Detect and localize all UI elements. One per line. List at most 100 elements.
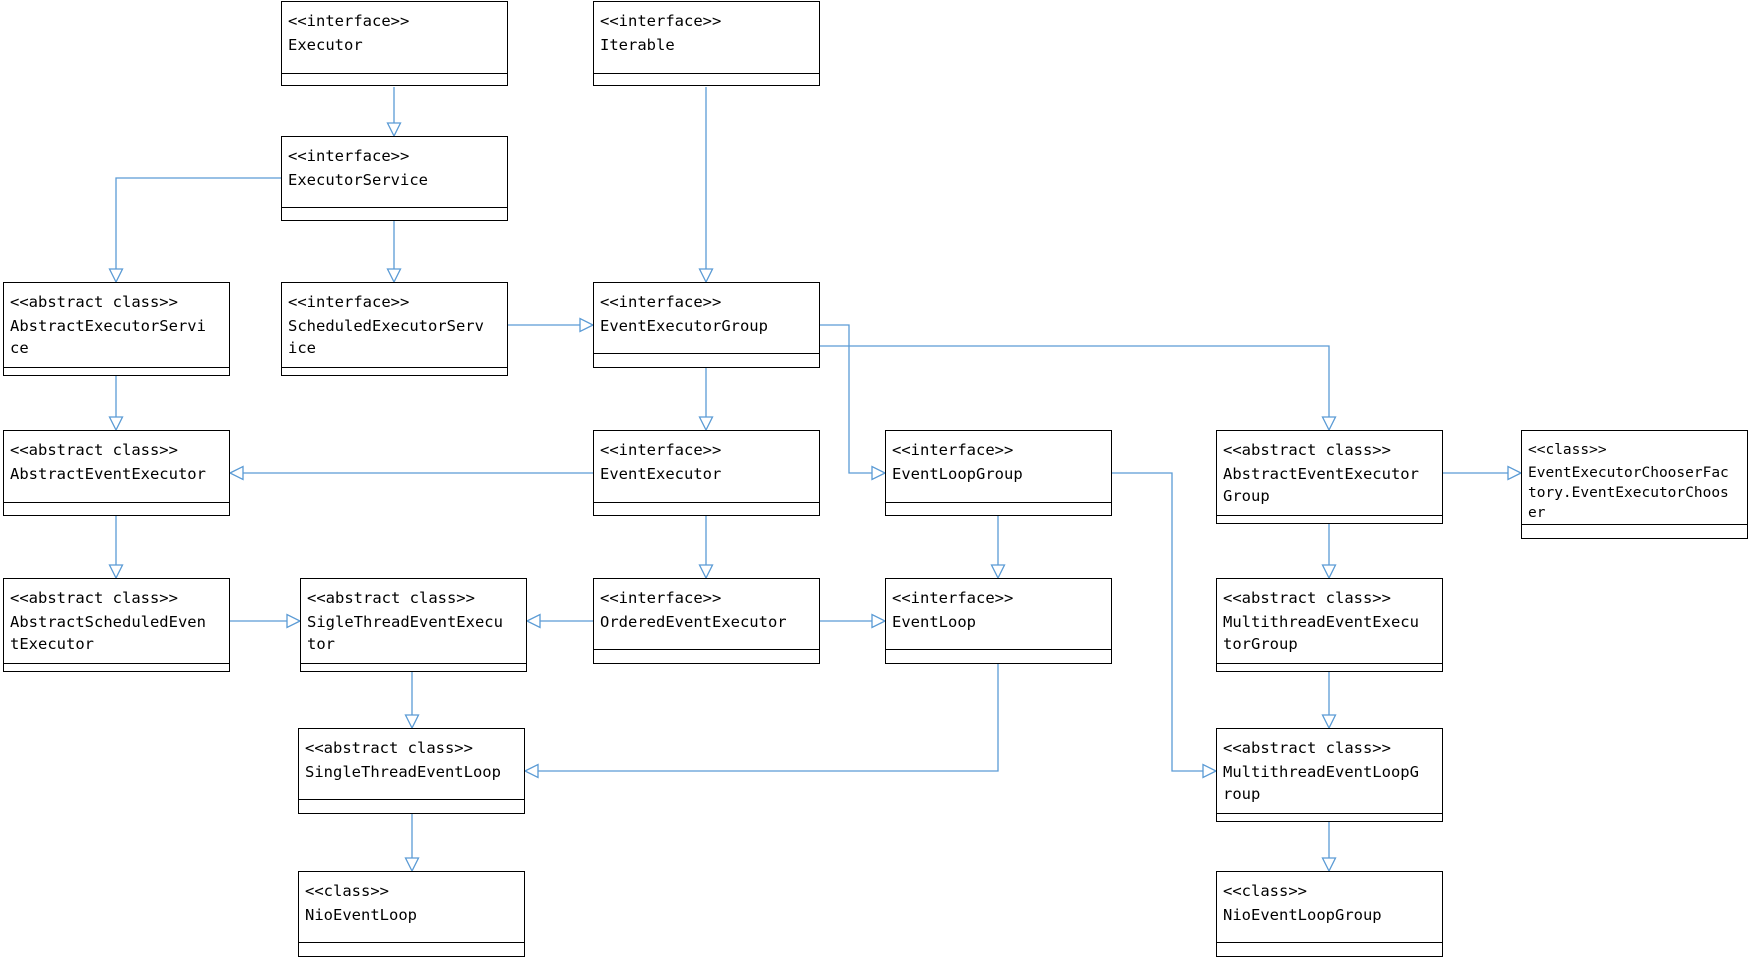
class-name-label: AbstractEventExecutor Group (1223, 465, 1419, 505)
node-multithread-event-executor-group[interactable]: <<abstract class>>MultithreadEventExecu … (1216, 578, 1443, 672)
hollow-triangle-arrowhead (1321, 564, 1337, 580)
generalization-arrow-ordered-event-executor-to-single-thread-event-executor (525, 613, 593, 629)
class-name-label: AbstractEventExecutor (10, 465, 206, 483)
hollow-triangle-arrowhead (871, 613, 887, 629)
hollow-triangle-arrowhead (228, 465, 244, 481)
generalization-arrow-abstract-event-executor-group-to-event-executor-chooser (1443, 465, 1523, 481)
node-abstract-scheduled-event-executor[interactable]: <<abstract class>>AbstractScheduledEven … (3, 578, 230, 672)
stereotype-label: <<interface>> (600, 12, 722, 30)
compartment-divider (1217, 663, 1442, 664)
generalization-arrow-abstract-scheduled-event-executor-to-abstract-event-executor (108, 516, 124, 580)
node-multithread-event-loop-group[interactable]: <<abstract class>>MultithreadEventLoopG … (1216, 728, 1443, 822)
hollow-triangle-arrowhead (386, 268, 402, 284)
compartment-divider (301, 663, 526, 664)
compartment-divider (4, 502, 229, 503)
compartment-divider (1217, 515, 1442, 516)
generalization-arrow-multithread-event-loop-group-to-nio-event-loop-group (1321, 822, 1337, 873)
hollow-triangle-arrowhead (1321, 416, 1337, 432)
class-name-label: AbstractExecutorServi ce (10, 317, 206, 357)
generalization-arrow-ordered-event-executor-to-event-executor (698, 516, 714, 580)
class-name-label: EventLoop (892, 613, 976, 631)
hollow-triangle-arrowhead (1321, 857, 1337, 873)
stereotype-label: <<interface>> (288, 147, 410, 165)
class-name-label: MultithreadEventLoopG roup (1223, 763, 1419, 803)
class-name-label: Iterable (600, 36, 675, 54)
compartment-divider (886, 502, 1111, 503)
class-name-label: AbstractScheduledEven tExecutor (10, 613, 206, 653)
hollow-triangle-arrowhead (108, 268, 124, 284)
stereotype-label: <<interface>> (892, 441, 1014, 459)
hollow-triangle-arrowhead (525, 613, 541, 629)
node-event-loop[interactable]: <<interface>> EventLoop (885, 578, 1112, 664)
connector-line (820, 345, 1330, 417)
hollow-triangle-arrowhead (1321, 714, 1337, 730)
node-nio-event-loop-group[interactable]: <<class>>NioEventLoopGroup (1216, 871, 1443, 957)
node-executor[interactable]: <<interface>>Executor (281, 1, 508, 86)
stereotype-label: <<abstract class>> (10, 441, 178, 459)
node-abstract-executor-service[interactable]: <<abstract class>> AbstractExecutorServi … (3, 282, 230, 376)
compartment-divider (299, 799, 524, 800)
class-name-label: ExecutorService (288, 171, 428, 189)
generalization-arrow-abstract-scheduled-event-executor-to-single-thread-event-executor (230, 613, 302, 629)
connector-line (115, 177, 281, 269)
hollow-triangle-arrowhead (698, 416, 714, 432)
class-name-label: ScheduledExecutorServ ice (288, 317, 484, 357)
generalization-arrow-single-thread-event-executor-to-single-thread-event-loop (404, 672, 420, 730)
stereotype-label: <<abstract class>> (305, 739, 473, 757)
class-name-label: SigleThreadEventExecu tor (307, 613, 503, 653)
compartment-divider (282, 367, 507, 368)
class-name-label: OrderedEventExecutor (600, 613, 787, 631)
hollow-triangle-arrowhead (404, 714, 420, 730)
class-name-label: EventExecutorChooserFac tory.EventExecut… (1528, 465, 1729, 521)
stereotype-label: <<interface>> (600, 293, 722, 311)
stereotype-label: <<class>> (1223, 882, 1307, 900)
node-single-thread-event-loop[interactable]: <<abstract class>> SingleThreadEventLoop (298, 728, 525, 814)
generalization-arrow-abstract-event-executor-to-abstract-executor-service (108, 376, 124, 432)
stereotype-label: <<abstract class>> (1223, 441, 1391, 459)
class-name-label: NioEventLoop (305, 906, 417, 924)
node-ordered-event-executor[interactable]: <<interface>>OrderedEventExecutor (593, 578, 820, 664)
generalization-arrow-event-executor-group-to-scheduled-executor-service (508, 317, 595, 333)
generalization-arrow-scheduled-executor-service-to-executor-service (386, 221, 402, 284)
generalization-arrow-abstract-event-executor-to-event-executor (228, 465, 593, 481)
stereotype-label: <<class>> (305, 882, 389, 900)
hollow-triangle-arrowhead (386, 122, 402, 138)
class-name-label: EventExecutor (600, 465, 722, 483)
stereotype-label: <<interface>> (892, 589, 1014, 607)
stereotype-label: <<abstract class>> (10, 293, 178, 311)
node-event-executor[interactable]: <<interface>>EventExecutor (593, 430, 820, 516)
node-event-executor-chooser[interactable]: <<class>>EventExecutorChooserFac tory.Ev… (1521, 430, 1748, 539)
compartment-divider (1522, 524, 1747, 525)
hollow-triangle-arrowhead (108, 564, 124, 580)
generalization-arrow-event-loop-to-single-thread-event-loop (523, 664, 999, 779)
hollow-triangle-arrowhead (871, 465, 887, 481)
generalization-arrow-multithread-event-executor-group-to-multithread-event-loop-group (1321, 672, 1337, 730)
class-name-label: SingleThreadEventLoop (305, 763, 501, 781)
class-name-label: EventLoopGroup (892, 465, 1023, 483)
compartment-divider (282, 73, 507, 74)
node-event-loop-group[interactable]: <<interface>> EventLoopGroup (885, 430, 1112, 516)
class-name-label: EventExecutorGroup (600, 317, 768, 335)
hollow-triangle-arrowhead (523, 763, 539, 779)
node-iterable[interactable]: <<interface>> Iterable (593, 1, 820, 86)
compartment-divider (4, 367, 229, 368)
connector-line (820, 324, 872, 474)
node-scheduled-executor-service[interactable]: <<interface>>ScheduledExecutorServ ice (281, 282, 508, 376)
hollow-triangle-arrowhead (1507, 465, 1523, 481)
generalization-arrow-multithread-event-executor-group-to-abstract-event-executor-group (1321, 524, 1337, 580)
compartment-divider (1217, 942, 1442, 943)
generalization-arrow-executor-service-to-executor (386, 87, 402, 138)
node-single-thread-event-executor[interactable]: <<abstract class>>SigleThreadEventExecu … (300, 578, 527, 672)
node-nio-event-loop[interactable]: <<class>> NioEventLoop (298, 871, 525, 957)
class-name-label: Executor (288, 36, 363, 54)
node-executor-service[interactable]: <<interface>> ExecutorService (281, 136, 508, 221)
node-abstract-event-executor[interactable]: <<abstract class>> AbstractEventExecutor (3, 430, 230, 516)
hollow-triangle-arrowhead (698, 564, 714, 580)
hollow-triangle-arrowhead (1202, 763, 1218, 779)
node-abstract-event-executor-group[interactable]: <<abstract class>> AbstractEventExecutor … (1216, 430, 1443, 524)
compartment-divider (594, 353, 819, 354)
compartment-divider (594, 502, 819, 503)
hollow-triangle-arrowhead (108, 416, 124, 432)
node-event-executor-group[interactable]: <<interface>> EventExecutorGroup (593, 282, 820, 368)
